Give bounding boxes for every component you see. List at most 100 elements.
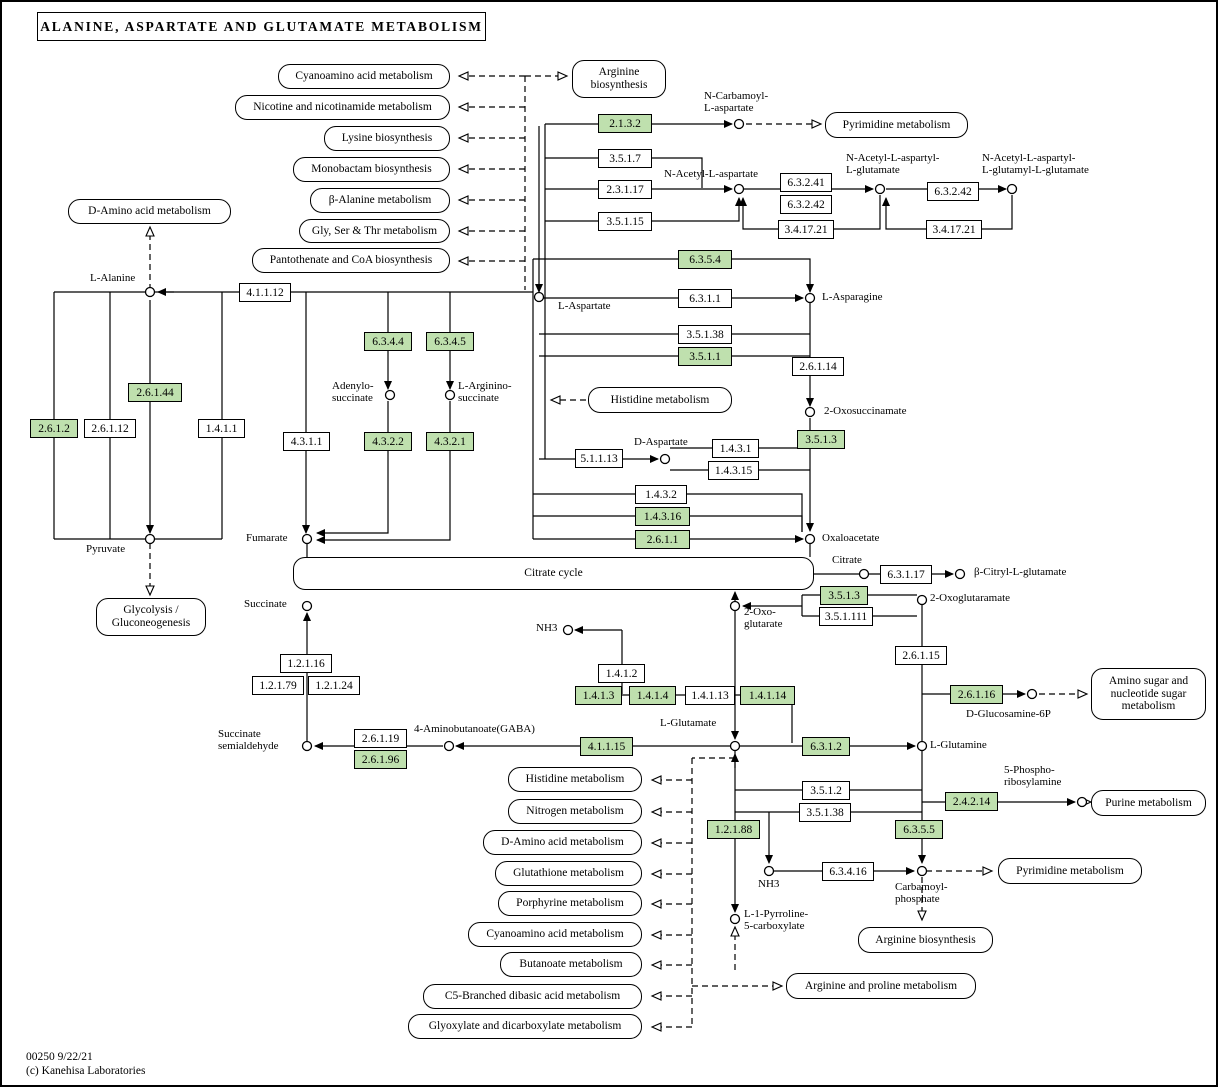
enzyme-3-5-1-38[interactable]: 3.5.1.38 bbox=[799, 803, 851, 822]
compound-node[interactable] bbox=[144, 286, 156, 298]
enzyme-3-5-1-38[interactable]: 3.5.1.38 bbox=[678, 325, 732, 344]
pathway-link-monobactam-biosynthesis[interactable]: Monobactam biosynthesis bbox=[293, 157, 450, 182]
pathway-link-pyrimidine-metabolism[interactable]: Pyrimidine metabolism bbox=[825, 112, 968, 138]
enzyme-6-3-2-41[interactable]: 6.3.2.41 bbox=[780, 173, 832, 192]
enzyme-6-3-2-42[interactable]: 6.3.2.42 bbox=[780, 195, 832, 214]
enzyme-2-6-1-1[interactable]: 2.6.1.1 bbox=[635, 530, 690, 549]
enzyme-1-4-1-2[interactable]: 1.4.1.2 bbox=[598, 664, 645, 683]
compound-node[interactable] bbox=[916, 865, 928, 877]
enzyme-6-3-1-2[interactable]: 6.3.1.2 bbox=[802, 737, 850, 756]
compound-node[interactable] bbox=[804, 292, 816, 304]
pathway-link-porphyrine-metabolism[interactable]: Porphyrine metabolism bbox=[498, 891, 642, 916]
enzyme-1-4-1-13[interactable]: 1.4.1.13 bbox=[685, 686, 735, 705]
enzyme-2-6-1-96[interactable]: 2.6.1.96 bbox=[354, 750, 407, 769]
enzyme-2-4-2-14[interactable]: 2.4.2.14 bbox=[945, 792, 998, 811]
enzyme-4-3-2-1[interactable]: 4.3.2.1 bbox=[426, 432, 474, 451]
pathway-link-pyrimidine-metabolism[interactable]: Pyrimidine metabolism bbox=[998, 858, 1142, 884]
compound-node[interactable] bbox=[533, 291, 545, 303]
compound-node[interactable] bbox=[916, 594, 928, 606]
compound-node[interactable] bbox=[384, 389, 396, 401]
pathway-link-c5-branched-dibasic-acid-metabolism[interactable]: C5-Branched dibasic acid metabolism bbox=[423, 984, 642, 1009]
enzyme-2-6-1-19[interactable]: 2.6.1.19 bbox=[354, 729, 407, 748]
pathway-link-purine-metabolism[interactable]: Purine metabolism bbox=[1091, 790, 1206, 816]
pathway-link-glycolysis-gluconeogenesis[interactable]: Glycolysis / Gluconeogenesis bbox=[96, 598, 206, 636]
enzyme-3-5-1-3[interactable]: 3.5.1.3 bbox=[820, 586, 868, 605]
pathway-link-lysine-biosynthesis[interactable]: Lysine biosynthesis bbox=[324, 126, 450, 151]
compound-node[interactable] bbox=[444, 389, 456, 401]
enzyme-6-3-5-5[interactable]: 6.3.5.5 bbox=[895, 820, 943, 839]
enzyme-1-2-1-16[interactable]: 1.2.1.16 bbox=[280, 654, 332, 673]
pathway-link-gly-ser-thr-metabolism[interactable]: Gly, Ser & Thr metabolism bbox=[299, 219, 450, 243]
enzyme-2-6-1-2[interactable]: 2.6.1.2 bbox=[30, 419, 78, 438]
compound-node[interactable] bbox=[1026, 688, 1038, 700]
pathway-link-cyanoamino-acid-metabolism[interactable]: Cyanoamino acid metabolism bbox=[278, 64, 450, 89]
compound-node[interactable] bbox=[1006, 183, 1018, 195]
pathway-link-cyanoamino-acid-metabolism[interactable]: Cyanoamino acid metabolism bbox=[468, 922, 642, 947]
enzyme-1-4-3-2[interactable]: 1.4.3.2 bbox=[635, 485, 687, 504]
enzyme-1-4-1-14[interactable]: 1.4.1.14 bbox=[740, 686, 795, 705]
enzyme-6-3-4-16[interactable]: 6.3.4.16 bbox=[822, 862, 874, 881]
enzyme-3-5-1-3[interactable]: 3.5.1.3 bbox=[797, 430, 845, 449]
enzyme-1-4-3-15[interactable]: 1.4.3.15 bbox=[708, 461, 759, 480]
enzyme-1-4-3-1[interactable]: 1.4.3.1 bbox=[712, 439, 759, 458]
compound-node[interactable] bbox=[1076, 796, 1088, 808]
enzyme-3-5-1-1[interactable]: 3.5.1.1 bbox=[678, 347, 732, 366]
compound-node[interactable] bbox=[804, 406, 816, 418]
compound-node[interactable] bbox=[916, 740, 928, 752]
enzyme-3-5-1-15[interactable]: 3.5.1.15 bbox=[598, 212, 652, 231]
enzyme-1-2-1-79[interactable]: 1.2.1.79 bbox=[252, 676, 304, 695]
pathway-link-arginine-biosynthesis[interactable]: Arginine biosynthesis bbox=[858, 927, 993, 953]
pathway-link-glyoxylate-and-dicarboxylate-metabolism[interactable]: Glyoxylate and dicarboxylate metabolism bbox=[408, 1014, 642, 1039]
compound-node[interactable] bbox=[144, 533, 156, 545]
enzyme-5-1-1-13[interactable]: 5.1.1.13 bbox=[575, 449, 623, 468]
enzyme-4-3-1-1[interactable]: 4.3.1.1 bbox=[283, 432, 330, 451]
compound-node[interactable] bbox=[733, 118, 745, 130]
enzyme-3-5-1-2[interactable]: 3.5.1.2 bbox=[802, 781, 850, 800]
pathway-link-d-amino-acid-metabolism[interactable]: D-Amino acid metabolism bbox=[483, 830, 642, 855]
enzyme-6-3-4-4[interactable]: 6.3.4.4 bbox=[364, 332, 412, 351]
enzyme-2-6-1-14[interactable]: 2.6.1.14 bbox=[792, 357, 844, 376]
compound-node[interactable] bbox=[301, 533, 313, 545]
compound-node[interactable] bbox=[301, 740, 313, 752]
enzyme-1-2-1-24[interactable]: 1.2.1.24 bbox=[308, 676, 360, 695]
pathway-link-histidine-metabolism[interactable]: Histidine metabolism bbox=[588, 387, 732, 413]
pathway-link-arginine-biosynthesis[interactable]: Arginine biosynthesis bbox=[572, 60, 666, 98]
enzyme-6-3-1-17[interactable]: 6.3.1.17 bbox=[880, 565, 932, 584]
enzyme-2-6-1-12[interactable]: 2.6.1.12 bbox=[84, 419, 136, 438]
enzyme-3-5-1-111[interactable]: 3.5.1.111 bbox=[819, 607, 873, 626]
enzyme-1-4-1-4[interactable]: 1.4.1.4 bbox=[629, 686, 676, 705]
compound-node[interactable] bbox=[443, 740, 455, 752]
enzyme-2-1-3-2[interactable]: 2.1.3.2 bbox=[598, 114, 652, 133]
enzyme-4-1-1-15[interactable]: 4.1.1.15 bbox=[580, 737, 633, 756]
pathway-link-citrate-cycle[interactable]: Citrate cycle bbox=[293, 557, 814, 590]
enzyme-2-6-1-16[interactable]: 2.6.1.16 bbox=[950, 685, 1003, 704]
compound-node[interactable] bbox=[733, 183, 745, 195]
enzyme-4-1-1-12[interactable]: 4.1.1.12 bbox=[239, 283, 291, 302]
pathway-link-butanoate-metabolism[interactable]: Butanoate metabolism bbox=[500, 952, 642, 977]
compound-node[interactable] bbox=[804, 533, 816, 545]
enzyme-3-5-1-7[interactable]: 3.5.1.7 bbox=[598, 149, 652, 168]
enzyme-2-6-1-15[interactable]: 2.6.1.15 bbox=[895, 646, 947, 665]
compound-node[interactable] bbox=[729, 913, 741, 925]
pathway-link-glutathione-metabolism[interactable]: Glutathione metabolism bbox=[495, 861, 642, 886]
enzyme-4-3-2-2[interactable]: 4.3.2.2 bbox=[364, 432, 412, 451]
compound-node[interactable] bbox=[659, 453, 671, 465]
pathway-link-histidine-metabolism[interactable]: Histidine metabolism bbox=[508, 767, 642, 792]
enzyme-3-4-17-21[interactable]: 3.4.17.21 bbox=[778, 220, 834, 239]
compound-node[interactable] bbox=[729, 600, 741, 612]
pathway-link-d-amino-acid-metabolism[interactable]: D-Amino acid metabolism bbox=[68, 199, 231, 224]
pathway-link-amino-sugar-and-nucleotide-sugar-metabolism[interactable]: Amino sugar and nucleotide sugar metabol… bbox=[1091, 668, 1206, 720]
pathway-link-alanine-metabolism[interactable]: β-Alanine metabolism bbox=[310, 188, 450, 213]
compound-node[interactable] bbox=[729, 740, 741, 752]
enzyme-1-2-1-88[interactable]: 1.2.1.88 bbox=[707, 820, 760, 839]
enzyme-1-4-1-3[interactable]: 1.4.1.3 bbox=[575, 686, 622, 705]
compound-node[interactable] bbox=[562, 624, 574, 636]
pathway-link-nitrogen-metabolism[interactable]: Nitrogen metabolism bbox=[508, 799, 642, 824]
pathway-link-nicotine-and-nicotinamide-metabolism[interactable]: Nicotine and nicotinamide metabolism bbox=[235, 95, 450, 120]
compound-node[interactable] bbox=[874, 183, 886, 195]
enzyme-6-3-2-42[interactable]: 6.3.2.42 bbox=[927, 182, 979, 201]
compound-node[interactable] bbox=[763, 865, 775, 877]
enzyme-2-6-1-44[interactable]: 2.6.1.44 bbox=[128, 383, 182, 402]
compound-node[interactable] bbox=[301, 600, 313, 612]
compound-node[interactable] bbox=[858, 568, 870, 580]
